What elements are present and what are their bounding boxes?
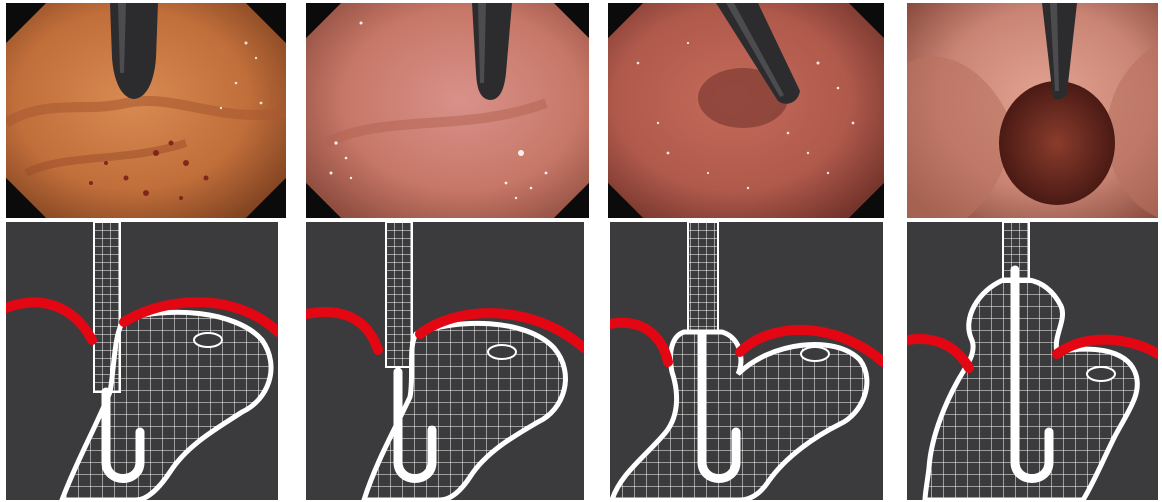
- endoscopic-photo-2-image: [306, 3, 589, 218]
- endoscopic-photo-2: [306, 3, 589, 218]
- stomach-schematic-2-drawing: [306, 222, 584, 500]
- endoscopic-photo-4: [907, 3, 1158, 218]
- stomach-schematic-4-drawing: [907, 222, 1158, 500]
- stomach-schematic-4: [907, 222, 1158, 500]
- stomach-schematic-1: [6, 222, 278, 500]
- stomach-schematic-3-drawing: [610, 222, 883, 500]
- endoscopic-photo-1-image: [6, 3, 286, 218]
- stomach-schematic-3: [610, 222, 883, 500]
- stomach-schematic-2: [306, 222, 584, 500]
- endoscopic-photo-4-image: [907, 3, 1158, 218]
- endoscopic-photo-3-image: [608, 3, 884, 218]
- stomach-schematic-1-drawing: [6, 222, 278, 500]
- endoscopic-photo-3: [608, 3, 884, 218]
- endoscopic-photo-1: [6, 3, 286, 218]
